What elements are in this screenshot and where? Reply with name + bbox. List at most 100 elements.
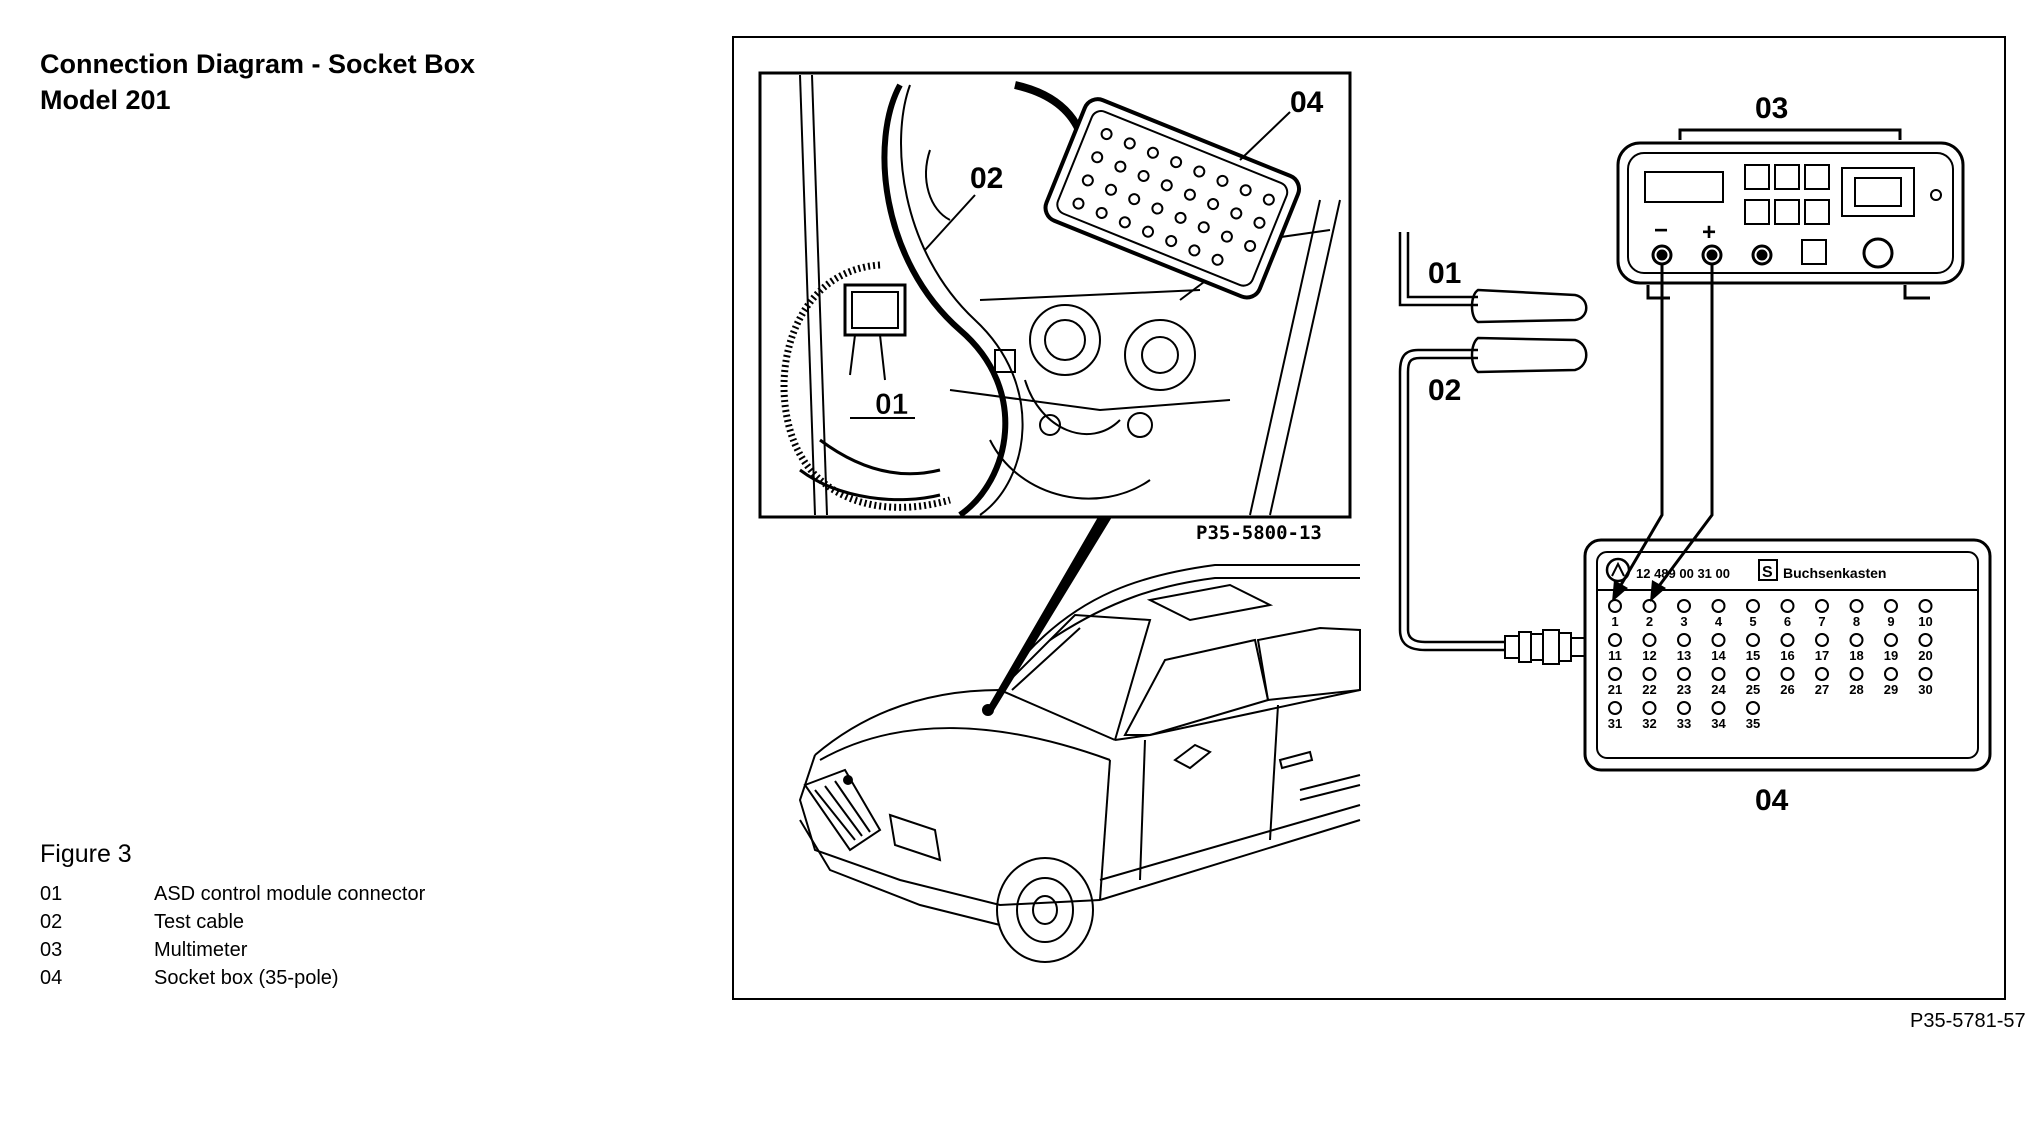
socket-pin-label: 19: [1884, 648, 1898, 663]
legend-row: 03 Multimeter: [40, 936, 425, 964]
socket-pin: [1849, 633, 1864, 647]
socket-box-s-mark-frame: [1758, 559, 1778, 581]
figure-reference: P35-5781-57: [1910, 1010, 2026, 1032]
car-illustration: [798, 564, 1361, 963]
legend-text: Socket box (35-pole): [154, 967, 339, 989]
test-lead-plus: [1654, 264, 1714, 591]
socket-pin-label: 9: [1887, 614, 1894, 629]
title-line-1: Connection Diagram - Socket Box: [40, 49, 476, 79]
socket-pin-label: 16: [1780, 648, 1794, 663]
socket-pin: [1780, 633, 1795, 647]
socket-pin: [1815, 667, 1829, 681]
socket-box-s-mark: S: [1762, 564, 1773, 581]
socket-pin: [1884, 667, 1898, 681]
socket-pin-label: 23: [1677, 682, 1691, 697]
socket-pin-label: 17: [1815, 648, 1829, 663]
socket-pin: [1918, 633, 1933, 647]
leader-02-inset: [924, 194, 976, 251]
socket-pin-label: 13: [1677, 648, 1691, 663]
socket-pin: [1849, 667, 1864, 681]
socket-pin: [1746, 667, 1760, 681]
socket-pin: [1918, 667, 1933, 681]
socket-box-part-number: 12 489 00 31 00: [1636, 566, 1730, 581]
socket-pin: [1642, 599, 1657, 613]
socket-pin-label: 34: [1711, 716, 1726, 731]
socket-pin: [1884, 633, 1898, 647]
socket-pin-label: 7: [1818, 614, 1825, 629]
callout-04-socket-box: 04: [1755, 784, 1789, 817]
socket-pin: [1746, 701, 1760, 715]
callout-02-cable: 02: [1428, 374, 1461, 407]
title-line-2: Model 201: [40, 85, 171, 115]
legend-number: 02: [40, 911, 63, 933]
socket-pin: [1746, 633, 1760, 647]
socket-pin-label: 22: [1642, 682, 1656, 697]
socket-pin-label: 31: [1608, 716, 1622, 731]
legend-text: Test cable: [154, 911, 245, 933]
inset-leader: [985, 517, 1112, 712]
socket-pin: [1918, 599, 1933, 613]
socket-pin-label: 33: [1677, 716, 1691, 731]
socket-box-logo: [1605, 557, 1631, 583]
callout-01-connector: 01: [1428, 257, 1461, 290]
socket-pin-label: 1: [1611, 614, 1618, 629]
legend-number: 01: [40, 883, 63, 905]
socket-box: [1583, 538, 1992, 772]
socket-pin-label: 21: [1608, 682, 1622, 697]
socket-pin: [1884, 599, 1898, 613]
socket-pin-label: 25: [1746, 682, 1760, 697]
socket-pin: [1780, 667, 1795, 681]
socket-pin-label: 8: [1853, 614, 1860, 629]
meter-minus-label: −: [1654, 217, 1668, 244]
callout-02-inset: 02: [970, 162, 1003, 195]
diagram-frame: [732, 36, 2006, 1000]
callout-03-multimeter: 03: [1755, 92, 1788, 125]
inset-socket-box: [1043, 97, 1302, 300]
socket-pin-label: 14: [1711, 648, 1726, 663]
socket-pin-label: 27: [1815, 682, 1829, 697]
socket-box-name: Buchsenkasten: [1783, 565, 1886, 581]
socket-pin: [1642, 701, 1657, 715]
socket-pin-label: 35: [1746, 716, 1760, 731]
socket-pin-label: 20: [1918, 648, 1932, 663]
multimeter: [1616, 128, 1965, 300]
socket-pin: [1815, 599, 1829, 613]
socket-pin-label: 32: [1642, 716, 1656, 731]
socket-pin-label: 28: [1849, 682, 1863, 697]
test-lead-minus: [1616, 264, 1664, 591]
socket-pin: [1677, 667, 1691, 681]
socket-pin-label: 18: [1849, 648, 1863, 663]
socket-pin: [1849, 599, 1864, 613]
socket-pin-label: 15: [1746, 648, 1760, 663]
figure-label: Figure 3: [40, 840, 132, 868]
legend-number: 04: [40, 967, 63, 989]
socket-pin-label: 29: [1884, 682, 1898, 697]
legend-number: 03: [40, 939, 63, 961]
legend-row: 04 Socket box (35-pole): [40, 964, 425, 992]
inset-reference: P35-5800-13: [1196, 522, 1322, 544]
socket-pin-label: 2: [1646, 614, 1653, 629]
leader-04-inset: [1239, 111, 1291, 161]
socket-pin-label: 10: [1918, 614, 1932, 629]
socket-pin: [1711, 599, 1726, 613]
socket-pin-label: 5: [1749, 614, 1756, 629]
socket-pin: [1780, 599, 1795, 613]
socket-pin: [1711, 701, 1726, 715]
socket-pin-label: 3: [1680, 614, 1687, 629]
socket-pin-label: 11: [1608, 648, 1622, 663]
legend: 01 ASD control module connector 02 Test …: [40, 880, 425, 992]
callout-04-inset: 04: [1290, 86, 1324, 119]
socket-pin: [1815, 633, 1829, 647]
page-title: Connection Diagram - Socket Box Model 20…: [40, 46, 475, 118]
socket-pin-label: 4: [1715, 614, 1723, 629]
legend-text: Multimeter: [154, 939, 248, 961]
socket-pin-label: 26: [1780, 682, 1794, 697]
legend-text: ASD control module connector: [154, 883, 426, 905]
meter-plus-label: +: [1702, 219, 1716, 246]
callout-01-inset: 01: [875, 388, 908, 421]
socket-pin: [1642, 667, 1657, 681]
socket-pin: [1677, 599, 1691, 613]
engine-bay-illustration: [780, 74, 1341, 518]
socket-pin: [1642, 633, 1657, 647]
